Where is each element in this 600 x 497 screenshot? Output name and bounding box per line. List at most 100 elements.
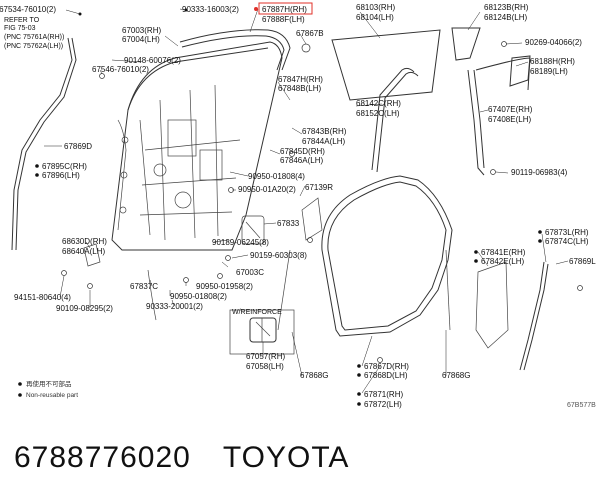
highlighted-part-67887h: 67887H(RH) xyxy=(254,2,313,15)
label-90333-16003: 90333-16003(2) xyxy=(182,5,239,14)
highlight-marker xyxy=(254,7,258,11)
upper-frame-moulding-drawing xyxy=(179,29,291,71)
nonreusable-dot-67895c xyxy=(35,164,39,168)
legend-nonreusable-text: Non-reusable part xyxy=(26,392,78,399)
label-90109: 90109-08295(2) xyxy=(56,304,113,313)
label-67867b: 67867B xyxy=(296,29,324,38)
door-lock-drawing xyxy=(229,309,295,355)
nonreusable-dot-67842e xyxy=(474,259,478,263)
label-67873l: 67873L(RH) xyxy=(545,228,589,237)
label-67896: 67896(LH) xyxy=(42,171,80,180)
label-67057: 67057(RH) xyxy=(246,352,285,361)
label-67837c: 67837C xyxy=(130,282,158,291)
reinforcement-drawing xyxy=(241,215,265,245)
hinge-drawing xyxy=(83,243,101,267)
label-67868g-left: 67868G xyxy=(300,371,328,380)
label-67546: 67546-76010(2) xyxy=(92,65,149,74)
nonreusable-dot-67873l xyxy=(538,230,542,234)
label-67868d: 67868D(LH) xyxy=(364,371,408,380)
label-w-reinforce: W/REINFORCE xyxy=(232,309,282,316)
label-67845d: 67845D(RH) xyxy=(280,147,325,156)
label-67848b: 67848B(LH) xyxy=(278,84,321,93)
nonreusable-dot-67841e xyxy=(474,250,478,254)
label-67833: 67833 xyxy=(277,219,300,228)
footer: 6788776020 TOYOTA xyxy=(0,428,600,488)
door-glass-drawing xyxy=(331,29,441,101)
door-shell-drawing xyxy=(111,41,283,251)
door-pad-drawing xyxy=(475,261,509,349)
label-67843b: 67843B(RH) xyxy=(302,127,347,136)
label-67408e: 67408E(LH) xyxy=(488,115,531,124)
label-67887h: 67887H(RH) xyxy=(262,5,307,14)
diagram-code: 67B577B xyxy=(567,402,596,409)
label-90333-20001: 90333-20001(2) xyxy=(146,302,203,311)
label-90189: 90189-06245(8) xyxy=(212,238,269,247)
weatherstrip-rod-drawing xyxy=(277,249,451,331)
legend-reuse-text: 再使用不可部品 xyxy=(26,379,72,388)
nonreusable-dot-67867d xyxy=(357,364,361,368)
label-68103: 68103(RH) xyxy=(356,3,395,12)
label-67139r: 67139R xyxy=(305,183,333,192)
label-68124b: 68124B(LH) xyxy=(484,13,527,22)
label-67534: 67534-76010(2) xyxy=(0,5,56,14)
nonreusable-dot-67896 xyxy=(35,173,39,177)
label-68152c: 68152C(LH) xyxy=(356,109,400,118)
label-67004: 67004(LH) xyxy=(122,35,160,44)
legend-dot-reuse xyxy=(18,382,22,386)
label-67872: 67872(LH) xyxy=(364,400,402,409)
label-67867d: 67867D(RH) xyxy=(364,362,409,371)
nonreusable-dot-67868d xyxy=(357,373,361,377)
run-channel-drawing xyxy=(371,67,419,173)
label-67003: 67003(RH) xyxy=(122,26,161,35)
label-90148: 90148-60076(2) xyxy=(124,56,181,65)
label-67058: 67058(LH) xyxy=(246,362,284,371)
label-90950-01808-4: 90950-01808(4) xyxy=(248,172,305,181)
quarter-glass-drawing xyxy=(451,27,481,61)
label-67842e: 67842E(LH) xyxy=(481,257,524,266)
part-number: 6788776020 xyxy=(14,441,191,474)
left-weatherstrip-drawing xyxy=(11,37,77,251)
label-68630d: 68630D(RH) xyxy=(62,237,107,246)
label-68188h: 68188H(RH) xyxy=(530,57,575,66)
note-line-3: (PNC 75761A(RH)) xyxy=(4,34,64,41)
label-67888f: 67888F(LH) xyxy=(262,15,305,24)
label-67871: 67871(RH) xyxy=(364,390,403,399)
label-90950-01a20: 90950-01A20(2) xyxy=(238,185,296,194)
label-67847h: 67847H(RH) xyxy=(278,75,323,84)
label-90159: 90159-60303(8) xyxy=(250,251,307,260)
brand-name: TOYOTA xyxy=(222,441,350,474)
label-68640a: 68640A(LH) xyxy=(62,247,105,256)
label-67895c: 67895C(RH) xyxy=(42,162,87,171)
division-bar-drawing xyxy=(467,55,531,176)
label-94151: 94151-80640(4) xyxy=(14,293,71,302)
label-68104: 68104(LH) xyxy=(356,13,394,22)
label-68142c: 68142C(RH) xyxy=(356,99,401,108)
label-90119: 90119-06983(4) xyxy=(511,168,568,177)
parts-diagram: 67534-76010(2) 90333-16003(2) 67887H(RH)… xyxy=(0,2,596,409)
label-67868g-right: 67868G xyxy=(442,371,470,380)
rear-weatherstrip-drawing xyxy=(519,261,549,371)
note-line-1: REFER TO xyxy=(4,17,40,24)
label-67841e: 67841E(RH) xyxy=(481,248,526,257)
legend: 再使用不可部品 Non-reusable part xyxy=(18,379,78,399)
note-line-2: FIG 75-03 xyxy=(4,25,36,32)
leader-lines xyxy=(44,8,569,394)
nonreusable-dot-67871 xyxy=(357,392,361,396)
label-67869l: 67869L xyxy=(569,257,596,266)
label-67846a: 67846A(LH) xyxy=(280,156,323,165)
highlight-box xyxy=(258,2,313,15)
label-68123b: 68123B(RH) xyxy=(484,3,529,12)
service-hole-cover-drawing xyxy=(301,197,323,241)
nonreusable-dot-67872 xyxy=(357,402,361,406)
label-67869d: 67869D xyxy=(64,142,92,151)
label-90950-01958: 90950-01958(2) xyxy=(196,282,253,291)
label-90950-01808-2: 90950-01808(2) xyxy=(170,292,227,301)
label-67003c: 67003C xyxy=(236,268,264,277)
label-68189: 68189(LH) xyxy=(530,67,568,76)
fastener-markers xyxy=(61,8,583,363)
label-67874c: 67874C(LH) xyxy=(545,237,589,246)
nonreusable-dot-67874c xyxy=(538,239,542,243)
label-67844a: 67844A(LH) xyxy=(302,137,345,146)
door-weatherstrip-drawing xyxy=(321,175,453,337)
label-67407e: 67407E(RH) xyxy=(488,105,533,114)
